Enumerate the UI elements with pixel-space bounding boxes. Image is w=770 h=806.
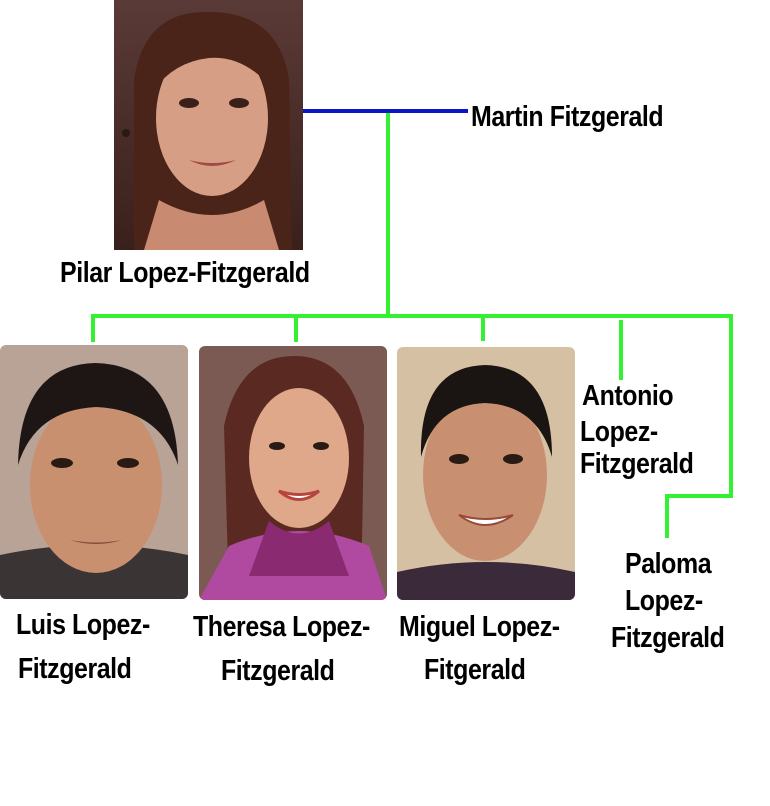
luis-name-line1: Luis Lopez- [16, 609, 150, 641]
theresa-name-line1: Theresa Lopez- [193, 611, 370, 643]
pilar-name-label: Pilar Lopez-Fitzgerald [60, 257, 310, 289]
antonio-drop-line [619, 320, 623, 380]
children-bus-line [91, 314, 733, 318]
luis-name-line2: Fitzgerald [18, 653, 132, 685]
luis-photo [0, 345, 188, 599]
paloma-right-line [729, 314, 733, 498]
antonio-name-line3: Fitzgerald [580, 448, 694, 480]
luis-drop-line [91, 314, 95, 342]
theresa-name-line2: Fitzgerald [221, 655, 335, 687]
theresa-photo [199, 346, 387, 600]
marriage-line [300, 109, 468, 113]
paloma-name-line3: Fitzgerald [611, 622, 725, 654]
antonio-name-line1: Antonio [582, 380, 674, 412]
miguel-photo [397, 347, 575, 600]
paloma-name-line2: Lopez- [625, 585, 703, 617]
children-trunk-line [386, 113, 390, 318]
theresa-drop-line [294, 314, 298, 342]
paloma-name-line1: Paloma [625, 548, 712, 580]
martin-name-label: Martin Fitzgerald [471, 101, 664, 133]
paloma-drop-line [665, 494, 669, 538]
miguel-drop-line [481, 314, 485, 341]
antonio-name-line2: Lopez- [580, 416, 658, 448]
miguel-name-line1: Miguel Lopez- [399, 611, 560, 643]
paloma-elbow-line [665, 494, 733, 498]
miguel-name-line2: Fitgerald [424, 654, 526, 686]
pilar-photo [114, 0, 303, 250]
